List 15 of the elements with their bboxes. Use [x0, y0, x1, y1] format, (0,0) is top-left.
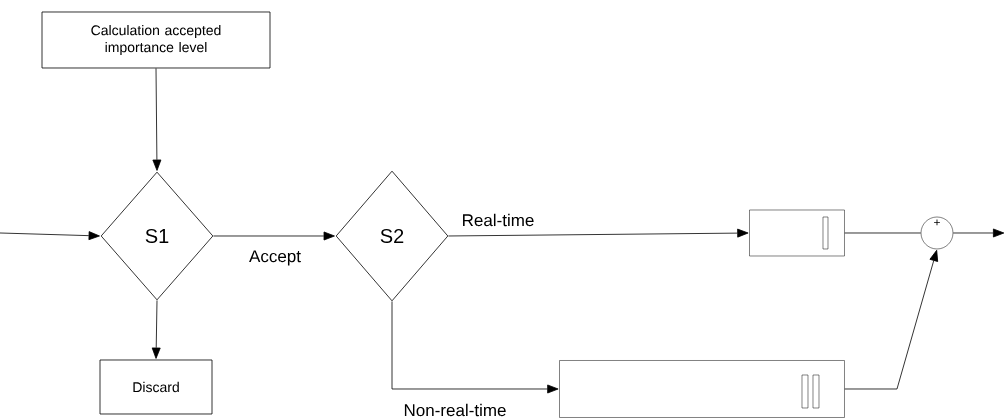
queue-box: [749, 209, 845, 257]
edge-label: Non-real-time: [402, 402, 508, 418]
arrow: [952, 228, 1005, 238]
edge-label: Accept: [248, 249, 302, 267]
arrow: [448, 228, 749, 238]
queue-box: [559, 360, 845, 418]
arrow: [391, 301, 559, 394]
arrow: [844, 249, 939, 390]
arrow: [0, 231, 100, 241]
process-box: Calculation accepted importance level: [41, 11, 271, 69]
process-box: Discard: [99, 359, 213, 415]
arrow: [152, 68, 162, 171]
arrow: [213, 231, 335, 241]
arrow: [151, 300, 161, 359]
edge-label: Real-time: [460, 212, 536, 228]
